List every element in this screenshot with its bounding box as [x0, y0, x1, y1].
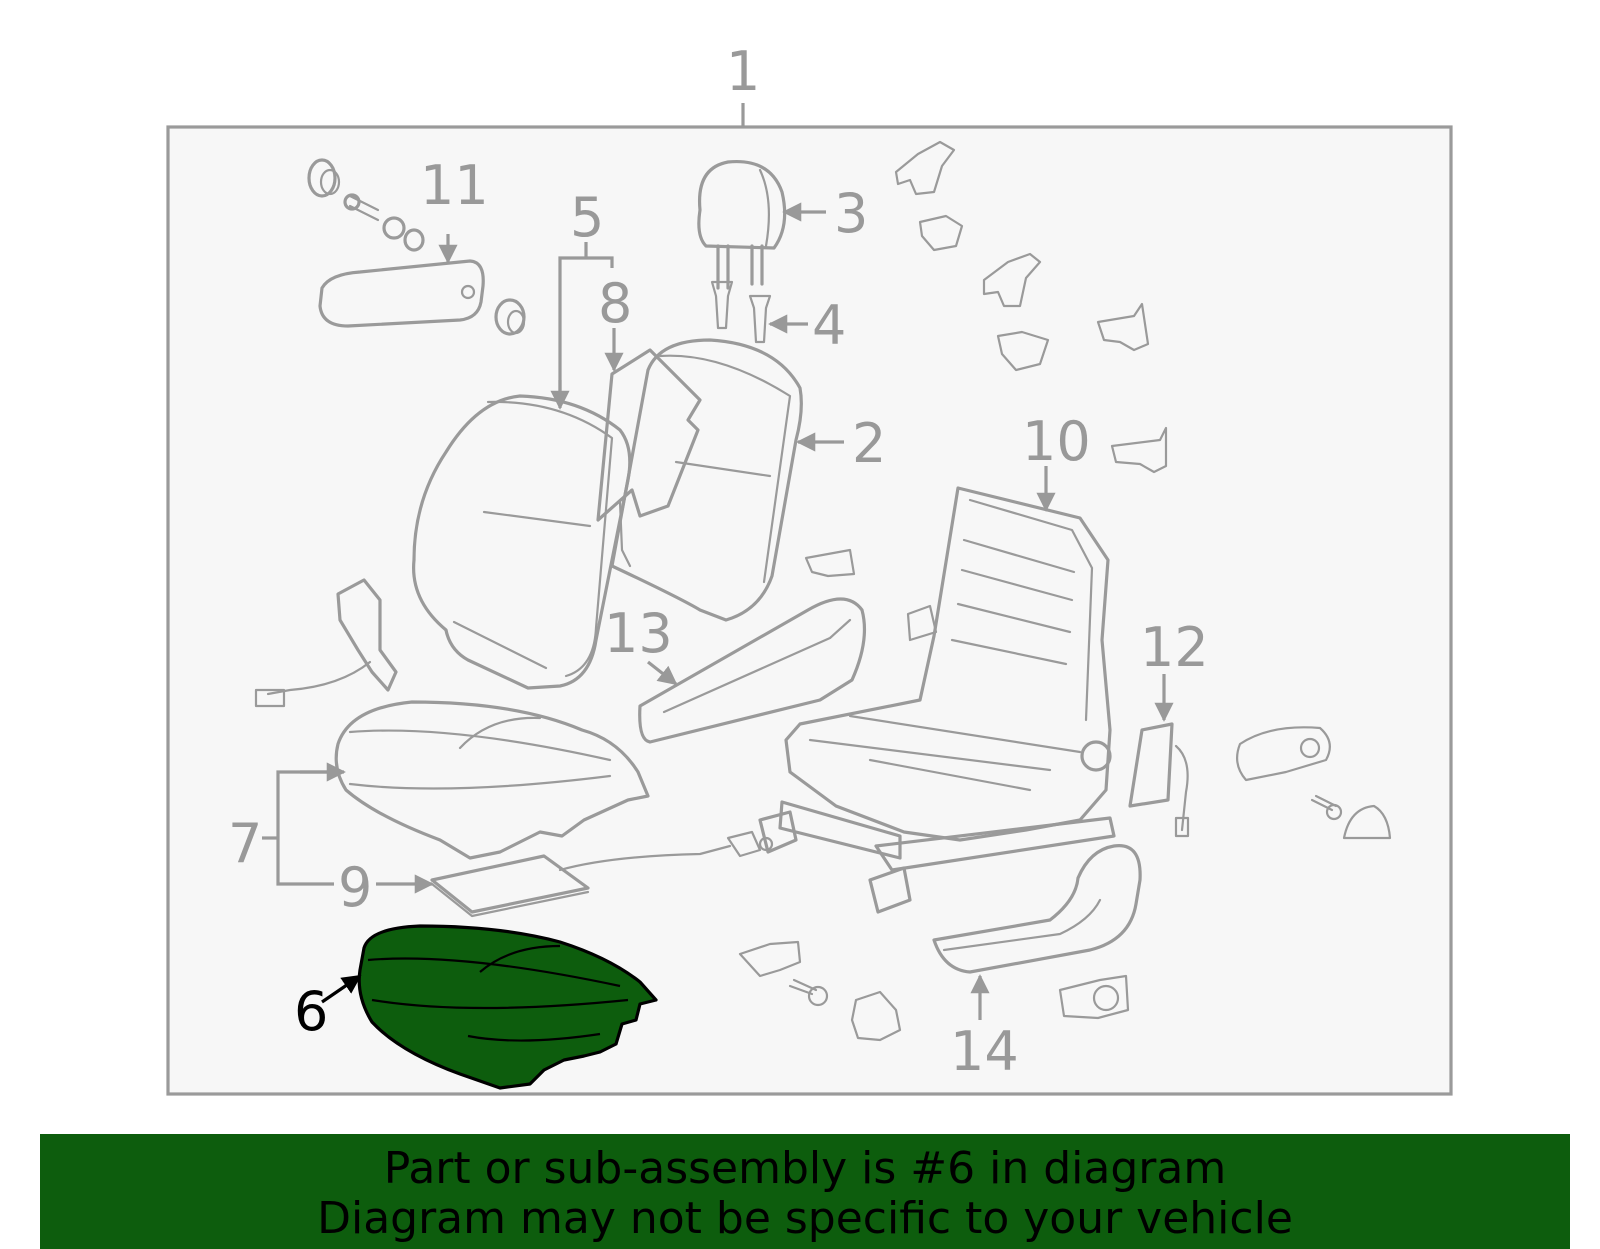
- callout-6: 6: [294, 980, 328, 1043]
- callout-1: 1: [726, 40, 760, 103]
- part-7-seat-cushion: [334, 700, 650, 860]
- part-12-side-airbag: [1128, 722, 1190, 838]
- part-info-banner: Part or sub-assembly is #6 in diagram Di…: [40, 1134, 1570, 1249]
- seat-belt-buckle: [254, 578, 398, 708]
- callout-7: 7: [228, 812, 262, 875]
- callout-2: 2: [852, 412, 886, 475]
- part-9-cushion-heater-pad: [430, 830, 774, 918]
- callout-8: 8: [598, 272, 632, 335]
- callout-14: 14: [950, 1020, 1019, 1083]
- banner-line-disclaimer: Diagram may not be specific to your vehi…: [317, 1193, 1293, 1244]
- part-11-armrest: [307, 158, 526, 336]
- part-6-cushion-pad-highlighted[interactable]: [357, 924, 658, 1090]
- misc-clips-lower: [738, 940, 1130, 1042]
- banner-line-part: Part or sub-assembly is #6 in diagram: [383, 1143, 1227, 1194]
- callout-11: 11: [420, 154, 489, 217]
- callout-5: 5: [570, 186, 604, 249]
- callout-9: 9: [338, 856, 372, 919]
- part-2-back-pad: [610, 338, 803, 622]
- leader-lines: [262, 202, 1174, 1020]
- callout-10: 10: [1022, 410, 1091, 473]
- part-14-lower-shield: [932, 844, 1142, 974]
- part-10-seat-frame: [758, 486, 1116, 914]
- callout-4: 4: [812, 294, 846, 357]
- part-13-side-shield: [638, 548, 867, 744]
- part-5-seatback-cover: [412, 394, 632, 690]
- misc-clips-brackets: [894, 140, 1392, 840]
- callout-13: 13: [604, 602, 673, 665]
- part-4-headrest-guides: [710, 280, 772, 344]
- callout-3: 3: [834, 182, 868, 245]
- callout-12: 12: [1140, 616, 1209, 679]
